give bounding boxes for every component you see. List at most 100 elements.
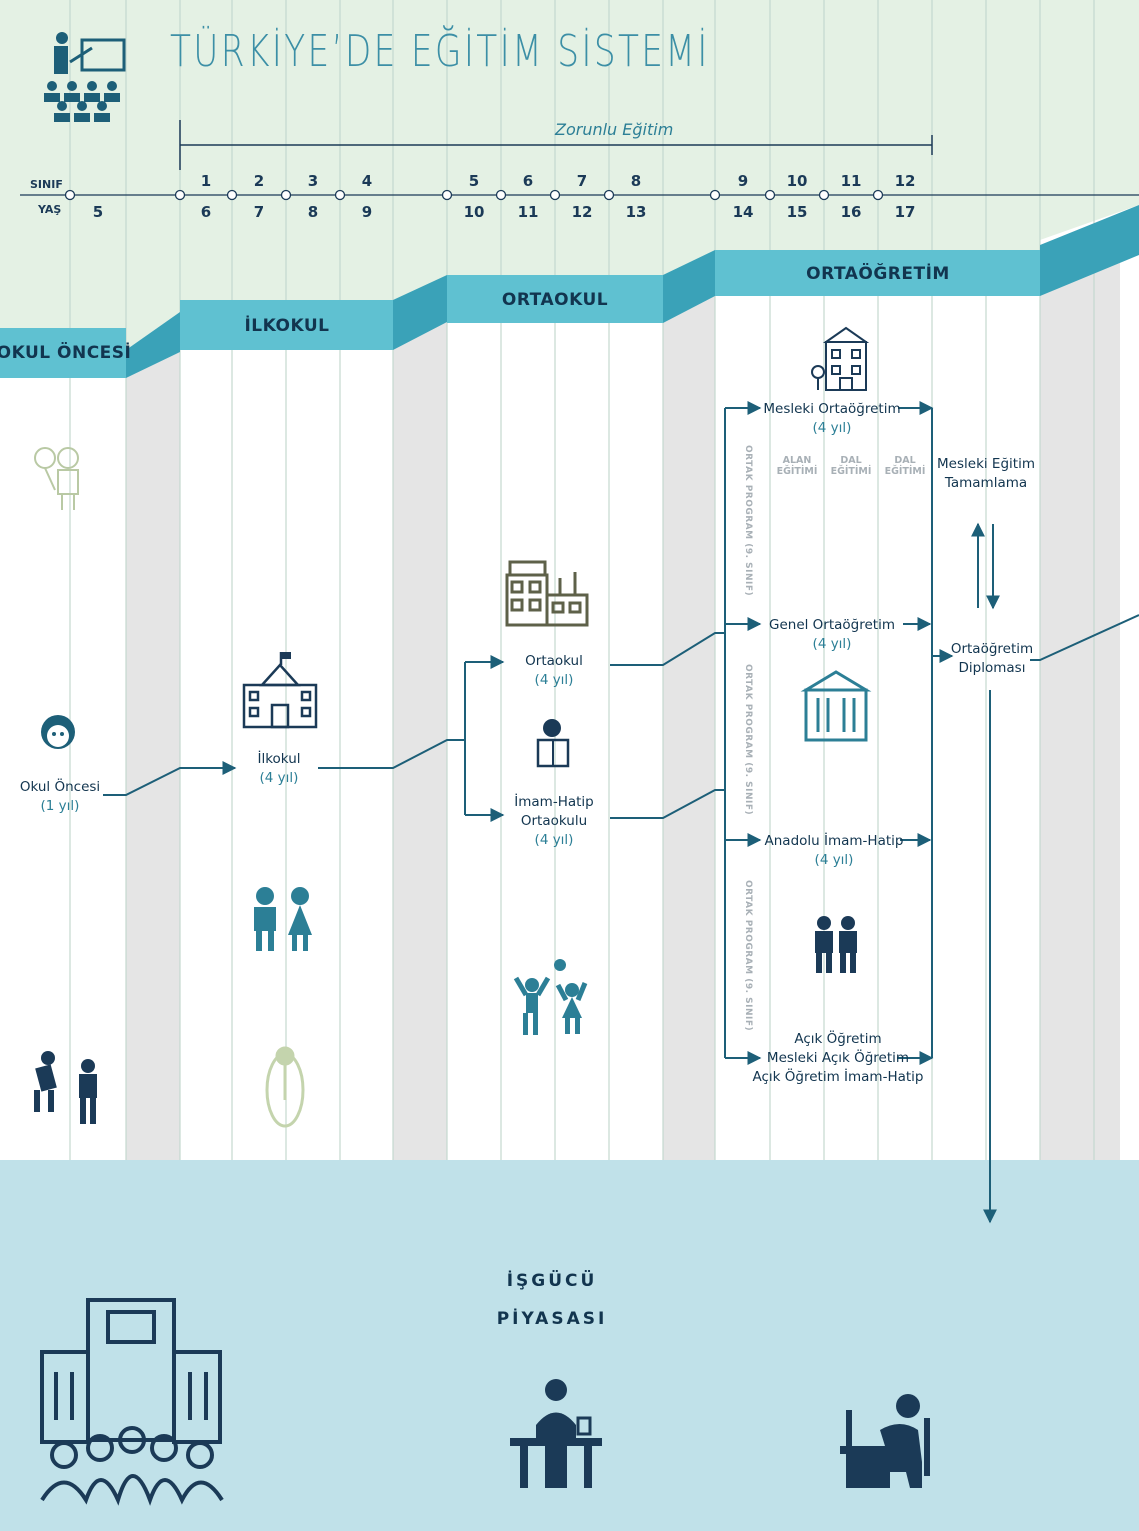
node-name: Açık Öğretim İmam-Hatip	[752, 1069, 924, 1085]
node-name: Mesleki Açık Öğretim	[766, 1050, 910, 1066]
open-education-node: Açık Öğretim Mesleki Açık Öğretim Açık Ö…	[753, 1030, 924, 1087]
primary-node: İlkokul (4 yıl)	[257, 750, 300, 788]
node-name: Mesleki Ortaöğretim	[763, 401, 901, 417]
grade-axis-label: SINIF	[30, 178, 63, 191]
imam-middle-node: İmam-Hatip Ortaokulu (4 yıl)	[514, 793, 593, 850]
stage-bands	[0, 205, 1139, 378]
receptionist-icon	[510, 1379, 602, 1488]
stage-label-primary: İLKOKUL	[244, 316, 330, 336]
age-axis-label: YAŞ	[38, 203, 62, 216]
students-backpack-icon	[815, 916, 857, 973]
common-program-label: ORTAK PROGRAM (9. SINIF)	[743, 664, 753, 816]
flow-lines	[103, 401, 1139, 1224]
grade-label: 11	[840, 172, 862, 190]
node-duration: (4 yıl)	[534, 832, 574, 848]
age-label: 7	[253, 203, 265, 221]
compulsory-education-label: Zorunlu Eğitim	[555, 120, 674, 139]
sub-label: DAL	[894, 455, 916, 466]
header-area	[0, 0, 1139, 350]
age-label: 11	[517, 203, 539, 221]
grade-label: 2	[253, 172, 265, 190]
node-name: Tamamlama	[944, 475, 1028, 491]
node-name: İmam-Hatip	[514, 794, 594, 810]
node-name: Diploması	[958, 660, 1026, 676]
node-duration: (4 yıl)	[812, 420, 852, 436]
grade-label: 8	[630, 172, 642, 190]
sub-label: DAL	[840, 455, 862, 466]
grade-label: 7	[576, 172, 588, 190]
age-label: 10	[463, 203, 485, 221]
labor-market-area	[0, 1160, 1139, 1531]
age-label: 12	[571, 203, 593, 221]
age-label: 15	[786, 203, 808, 221]
age-label: 6	[200, 203, 212, 221]
labor-market-label: İŞGÜCÜ PİYASASI	[497, 1262, 608, 1338]
page-title: TÜRKİYE’DE EĞİTİM SİSTEMİ	[170, 26, 710, 77]
node-duration: (4 yıl)	[534, 672, 574, 688]
node-name: Ortaokul	[525, 653, 583, 669]
node-name: Genel Ortaöğretim	[769, 617, 895, 633]
high-school-building-icon	[800, 670, 872, 742]
general-node: Genel Ortaöğretim (4 yıl)	[769, 616, 895, 654]
child-balloon-icon	[34, 447, 79, 510]
office-building-crowd-icon	[40, 1298, 224, 1506]
node-duration: (4 yıl)	[812, 636, 852, 652]
sub-label: ALAN	[782, 455, 812, 466]
common-program-label: ORTAK PROGRAM (9. SINIF)	[743, 880, 753, 1032]
age-label: 5	[92, 203, 104, 221]
age-label: 14	[732, 203, 754, 221]
grade-label: 4	[361, 172, 373, 190]
gray-columns	[126, 240, 1120, 1160]
branch-education-label: DAL EĞİTİMİ	[885, 455, 926, 477]
diploma-node: Ortaöğretim Diploması	[951, 640, 1033, 678]
node-duration: (4 yıl)	[814, 852, 854, 868]
grade-label: 5	[468, 172, 480, 190]
grade-label: 3	[307, 172, 319, 190]
node-name: Mesleki Eğitim	[937, 456, 1035, 472]
node-name: Açık Öğretim	[794, 1031, 882, 1047]
node-duration: (1 yıl)	[40, 798, 80, 814]
age-label: 9	[361, 203, 373, 221]
sub-label: EĞİTİMİ	[884, 466, 926, 477]
grade-label: 9	[737, 172, 749, 190]
vocational-completion-node: Mesleki Eğitim Tamamlama	[937, 455, 1035, 493]
jump-rope-girl-icon	[265, 1046, 305, 1128]
computer-worker-icon	[840, 1394, 930, 1488]
stage-label-middle: ORTAOKUL	[501, 290, 609, 310]
age-label: 17	[894, 203, 916, 221]
node-name: Ortaöğretim	[950, 641, 1034, 657]
compulsory-bracket	[179, 120, 933, 170]
primary-school-building-icon	[242, 652, 318, 729]
sub-label: EĞİTİMİ	[830, 466, 872, 477]
grade-label: 6	[522, 172, 534, 190]
age-label: 13	[625, 203, 647, 221]
teacher-classroom-icon	[44, 32, 126, 122]
grade-label: 12	[894, 172, 916, 190]
vocational-node: Mesleki Ortaöğretim (4 yıl)	[763, 400, 900, 438]
kids-playing-icon	[34, 1051, 97, 1124]
stage-label-preschool: OKUL ÖNCESİ	[0, 343, 132, 363]
preschool-node: Okul Öncesi (1 yıl)	[20, 778, 100, 816]
field-education-label: ALAN EĞİTİMİ	[777, 455, 818, 477]
common-program-label: ORTAK PROGRAM (9. SINIF)	[743, 445, 753, 597]
kids-ball-icon	[513, 959, 588, 1035]
grade-label: 1	[200, 172, 212, 190]
factory-school-icon	[505, 560, 589, 627]
grade-label: 10	[786, 172, 808, 190]
node-name: Okul Öncesi	[19, 779, 101, 795]
sub-label: EĞİTİMİ	[776, 466, 818, 477]
node-name: Anadolu İmam-Hatip	[764, 833, 904, 849]
stage-label-secondary: ORTAÖĞRETİM	[806, 264, 950, 284]
vocational-building-icon	[811, 326, 870, 391]
anatolian-imam-node: Anadolu İmam-Hatip (4 yıl)	[765, 832, 904, 870]
node-duration: (4 yıl)	[259, 770, 299, 786]
axis-ticks	[64, 189, 884, 201]
branch-education-label: DAL EĞİTİMİ	[831, 455, 872, 477]
boy-face-icon	[41, 715, 75, 749]
labor-market-line: PİYASASI	[496, 1309, 608, 1329]
node-name: Ortaokulu	[520, 813, 588, 829]
boy-girl-icon	[254, 887, 312, 951]
middle-node: Ortaokul (4 yıl)	[525, 652, 583, 690]
